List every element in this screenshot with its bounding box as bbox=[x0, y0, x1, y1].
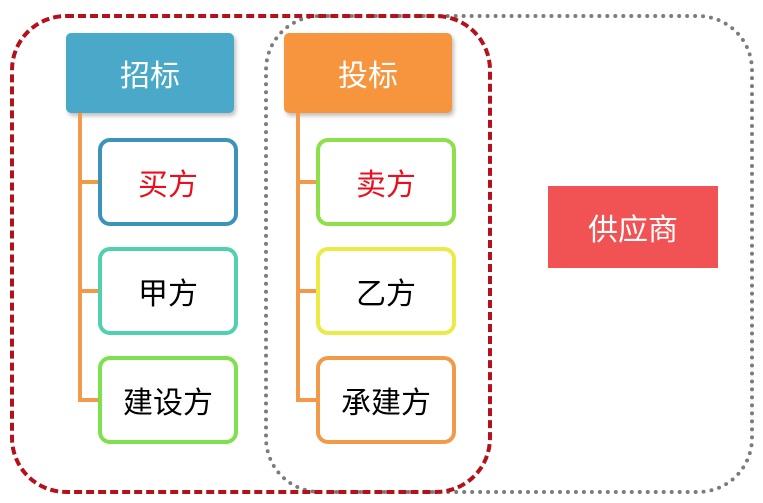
header-zhaobiao-label: 招标 bbox=[120, 59, 180, 94]
connector-left-vertical bbox=[78, 113, 82, 402]
supplier-label: 供应商 bbox=[588, 213, 678, 248]
item-jianshefang: 建设方 bbox=[98, 356, 238, 444]
header-toubiao: 投标 bbox=[284, 33, 452, 113]
connector-right-branch-1 bbox=[296, 180, 316, 184]
connector-right-vertical bbox=[296, 113, 300, 402]
item-maifang-label: 买方 bbox=[138, 168, 198, 203]
header-zhaobiao: 招标 bbox=[66, 33, 234, 113]
connector-left-branch-1 bbox=[78, 180, 98, 184]
connector-right-branch-2 bbox=[296, 289, 316, 293]
item-maifang: 买方 bbox=[98, 138, 238, 226]
supplier-box: 供应商 bbox=[548, 186, 718, 268]
item-jianshefang-label: 建设方 bbox=[123, 386, 213, 421]
item-maifang-seller: 卖方 bbox=[316, 138, 456, 226]
connector-left-branch-3 bbox=[78, 398, 98, 402]
tender-region-boundary bbox=[10, 14, 492, 494]
item-maifang-seller-label: 卖方 bbox=[356, 168, 416, 203]
supplier-region-boundary bbox=[264, 14, 754, 494]
item-jiafang-label: 甲方 bbox=[138, 277, 198, 312]
item-yifang-label: 乙方 bbox=[356, 277, 416, 312]
connector-right-branch-3 bbox=[296, 398, 316, 402]
item-yifang: 乙方 bbox=[316, 247, 456, 335]
item-jiafang: 甲方 bbox=[98, 247, 238, 335]
item-chengjianfang: 承建方 bbox=[316, 356, 456, 444]
header-toubiao-label: 投标 bbox=[338, 59, 398, 94]
item-chengjianfang-label: 承建方 bbox=[341, 386, 431, 421]
connector-left-branch-2 bbox=[78, 289, 98, 293]
